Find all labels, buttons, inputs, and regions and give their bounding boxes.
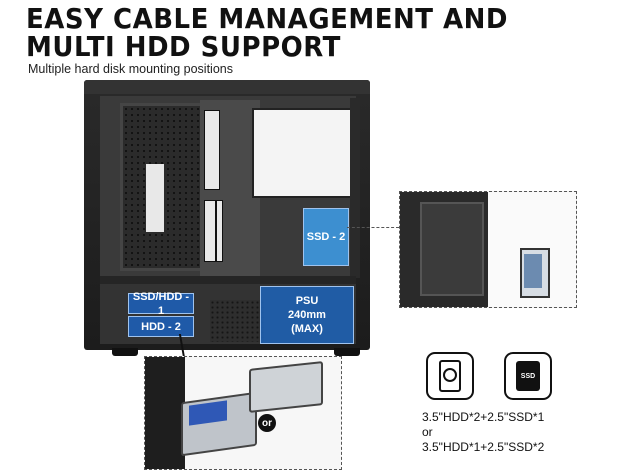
- drive-bracket: [420, 202, 484, 296]
- ssd-2-label: SSD - 2: [303, 208, 349, 266]
- case-cutout-window: [252, 108, 352, 198]
- cable-slot: [204, 110, 220, 190]
- ssd-hdd-1-label: SSD/HDD - 1: [128, 291, 194, 317]
- case-bottom-photo: [145, 357, 185, 469]
- drive-cage-photo: [249, 361, 323, 413]
- headline-line-2: MULTI HDD SUPPORT: [26, 32, 341, 64]
- psu-label: PSU 240mm (MAX): [260, 286, 354, 344]
- ssd-drive-label-area: [524, 254, 542, 288]
- case-right-frame: [350, 98, 360, 278]
- hard-drive-glyph: [439, 360, 461, 392]
- ssd-icon: SSD: [504, 352, 552, 400]
- subtitle: Multiple hard disk mounting positions: [28, 62, 233, 76]
- cable-slot: [216, 200, 223, 262]
- shroud-mesh: [210, 300, 264, 342]
- psu-label-line-3: (MAX): [291, 323, 323, 335]
- config-option-1: 3.5"HDD*2+2.5"SSD*1: [422, 410, 545, 424]
- psu-label-line-2: 240mm: [288, 309, 326, 321]
- config-or: or: [422, 425, 433, 439]
- ssd-mount-zoom-callout: [399, 191, 577, 308]
- ssd-glyph: SSD: [516, 361, 540, 391]
- cpu-cutout: [146, 164, 164, 232]
- psu-shroud-edge: [100, 276, 356, 284]
- hdd-cage-zoom-callout: [144, 356, 342, 470]
- case-foot-right: [334, 348, 360, 356]
- cable-slot: [204, 200, 216, 262]
- or-badge: or: [258, 414, 276, 432]
- hard-drive-icon: [426, 352, 474, 400]
- headline-line-1: EASY CABLE MANAGEMENT AND: [26, 4, 509, 36]
- config-option-2: 3.5"HDD*1+2.5"SSD*2: [422, 440, 545, 454]
- case-top-panel: [84, 80, 370, 94]
- case-foot-left: [112, 348, 138, 356]
- psu-label-line-1: PSU: [295, 295, 319, 307]
- hdd-2-label: HDD - 2: [128, 316, 194, 337]
- callout-connector-line: [347, 227, 399, 228]
